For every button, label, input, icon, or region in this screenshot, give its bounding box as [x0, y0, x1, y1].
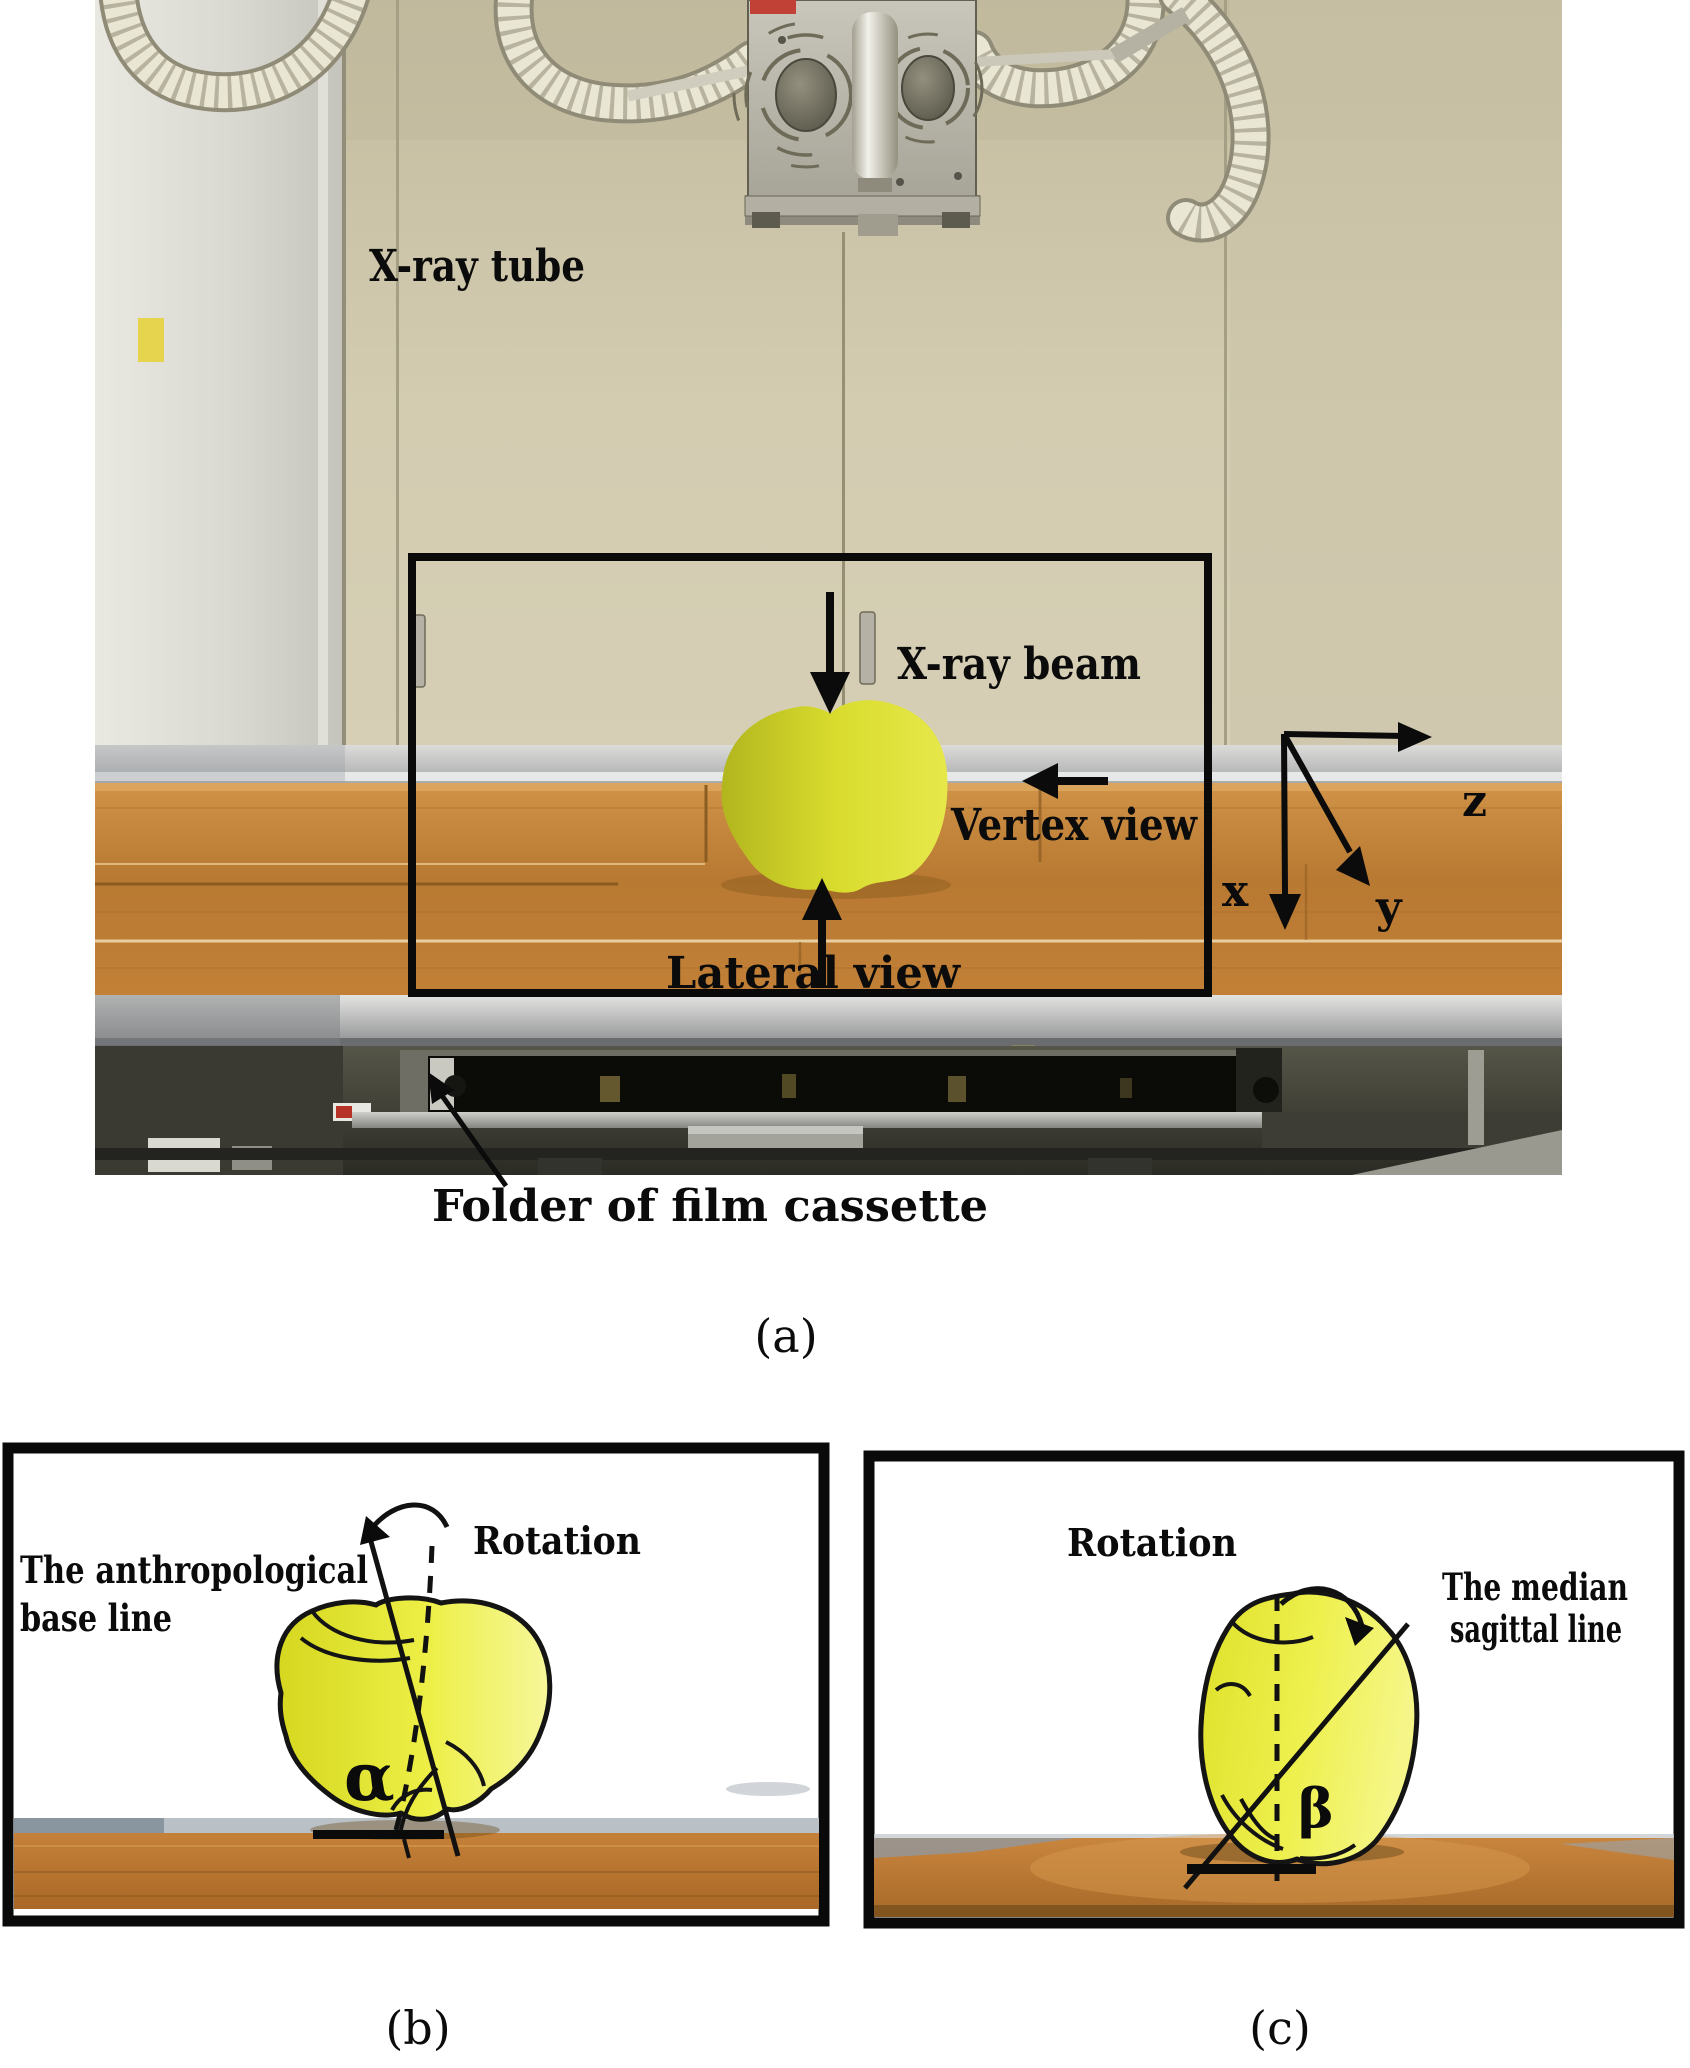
- label-beta: β: [1298, 1776, 1334, 1840]
- hose-left: [493, 0, 772, 124]
- field-rectangle: [408, 553, 1212, 997]
- knob-left: [775, 58, 837, 132]
- under-table: [95, 1046, 1562, 1175]
- door-frame-left: [342, 0, 346, 747]
- brand-logo: [336, 1106, 352, 1118]
- vertical-reference-dashed-b: [393, 1545, 435, 1831]
- hose-right-curl: [1158, 0, 1271, 243]
- label-axis-x: x: [1222, 866, 1249, 917]
- diagram-panel-c: Rotation The median sagittal line β: [863, 1450, 1685, 1929]
- table-back-shade: [95, 745, 345, 785]
- front-rail-lip: [95, 1038, 1562, 1048]
- median-sagittal-line: [1183, 1622, 1410, 1890]
- vertex-view-arrow: [1022, 763, 1108, 799]
- caption-b: (b): [385, 2001, 450, 2055]
- label-alpha: α: [344, 1738, 395, 1816]
- base-tick-b: [402, 1838, 411, 1859]
- door-handle-right: [859, 611, 876, 685]
- photo-panel-a: X-ray tube X-ray beam Vertex view Latera…: [95, 0, 1562, 1232]
- rotation-arrowhead-c: [1345, 1617, 1374, 1646]
- smudge-b: [726, 1782, 810, 1796]
- label-xray-tube: X-ray tube: [369, 241, 585, 292]
- label-median-2: sagittal line: [1450, 1607, 1622, 1651]
- wall-left-panel: [95, 0, 345, 747]
- dial-rings: [732, 21, 984, 169]
- caption-a: (a): [754, 1309, 817, 1363]
- box-foot-left: [752, 212, 780, 228]
- wall-right-shade: [1230, 0, 1562, 747]
- axis-y-arrow: [1281, 732, 1353, 854]
- screw-2: [896, 178, 904, 186]
- knob-right: [901, 55, 955, 121]
- xray-machine: [98, 0, 1271, 243]
- support-rod-left: [626, 64, 754, 102]
- coordinate-axes: [1269, 722, 1432, 930]
- label-xray-beam: X-ray beam: [897, 639, 1141, 690]
- label-lateral-view: Lateral view: [666, 948, 961, 999]
- wood-c-shade-right: [1560, 1838, 1674, 1860]
- skull-a: [721, 700, 948, 893]
- door-seam-2: [842, 232, 845, 747]
- axis-z-arrow: [1283, 731, 1405, 739]
- label-vertex-view: Vertex view: [950, 800, 1198, 851]
- rotation-arc-b: [370, 1502, 450, 1530]
- label-axis-y: y: [1375, 882, 1403, 933]
- handle-cylinder: [852, 12, 898, 180]
- xray-table: [95, 745, 1562, 1175]
- beta-angle-arc: [1239, 1798, 1277, 1841]
- table-edge-b: [14, 1818, 819, 1833]
- table-edge-b-shade: [14, 1818, 164, 1833]
- support-rod-right: [974, 49, 1119, 67]
- rotation-arc-c: [1279, 1586, 1365, 1627]
- axis-x-arrow: [1281, 733, 1288, 895]
- box-stub: [858, 214, 898, 236]
- skull-b: [274, 1595, 553, 1822]
- hose-top-left: [98, 0, 370, 113]
- label-axis-z: z: [1462, 776, 1487, 827]
- screw-3: [954, 172, 962, 180]
- label-rotation-b: Rotation: [473, 1518, 641, 1563]
- cylinder-base: [858, 178, 892, 192]
- xray-beam-arrow: [810, 592, 850, 714]
- wood-c-shade-left: [874, 1838, 1075, 1858]
- door-seam-1: [396, 0, 399, 747]
- screw-1: [778, 36, 786, 44]
- base-bar-b: [313, 1830, 444, 1839]
- yellow-sticker: [138, 318, 164, 362]
- label-anthropological-2: base line: [20, 1596, 172, 1640]
- rotation-arrowhead-b: [360, 1516, 390, 1545]
- label-rotation-c: Rotation: [1067, 1520, 1237, 1565]
- skull-b-detail-lines: [299, 1609, 486, 1812]
- film-cassette-slot: [428, 1056, 1240, 1112]
- diagram-panel-b: The anthropological base line Rotation α: [2, 1442, 830, 1927]
- caption-c: (c): [1249, 2001, 1311, 2055]
- base-bar-c: [1187, 1864, 1316, 1874]
- panel-highlight: [318, 0, 328, 747]
- support-bracket: [1109, 7, 1191, 63]
- label-folder: Folder of film cassette: [432, 1181, 988, 1232]
- lateral-view-arrow: [802, 878, 842, 988]
- red-marker: [750, 0, 796, 14]
- label-median-1: The median: [1442, 1565, 1628, 1609]
- anthropological-base-line: [367, 1537, 461, 1857]
- alpha-angle-arc: [398, 1766, 439, 1837]
- skull-c: [1198, 1589, 1420, 1867]
- label-anthropological-1: The anthropological: [20, 1548, 368, 1592]
- front-rail-shade: [95, 995, 340, 1045]
- wood-c-bottom-shadow: [874, 1905, 1674, 1917]
- annotation-overlay: X-ray tube X-ray beam Vertex view Latera…: [369, 241, 1487, 1232]
- folder-arrow: [428, 1072, 509, 1188]
- door-seam-3: [1224, 0, 1227, 747]
- box-foot-right: [942, 212, 970, 228]
